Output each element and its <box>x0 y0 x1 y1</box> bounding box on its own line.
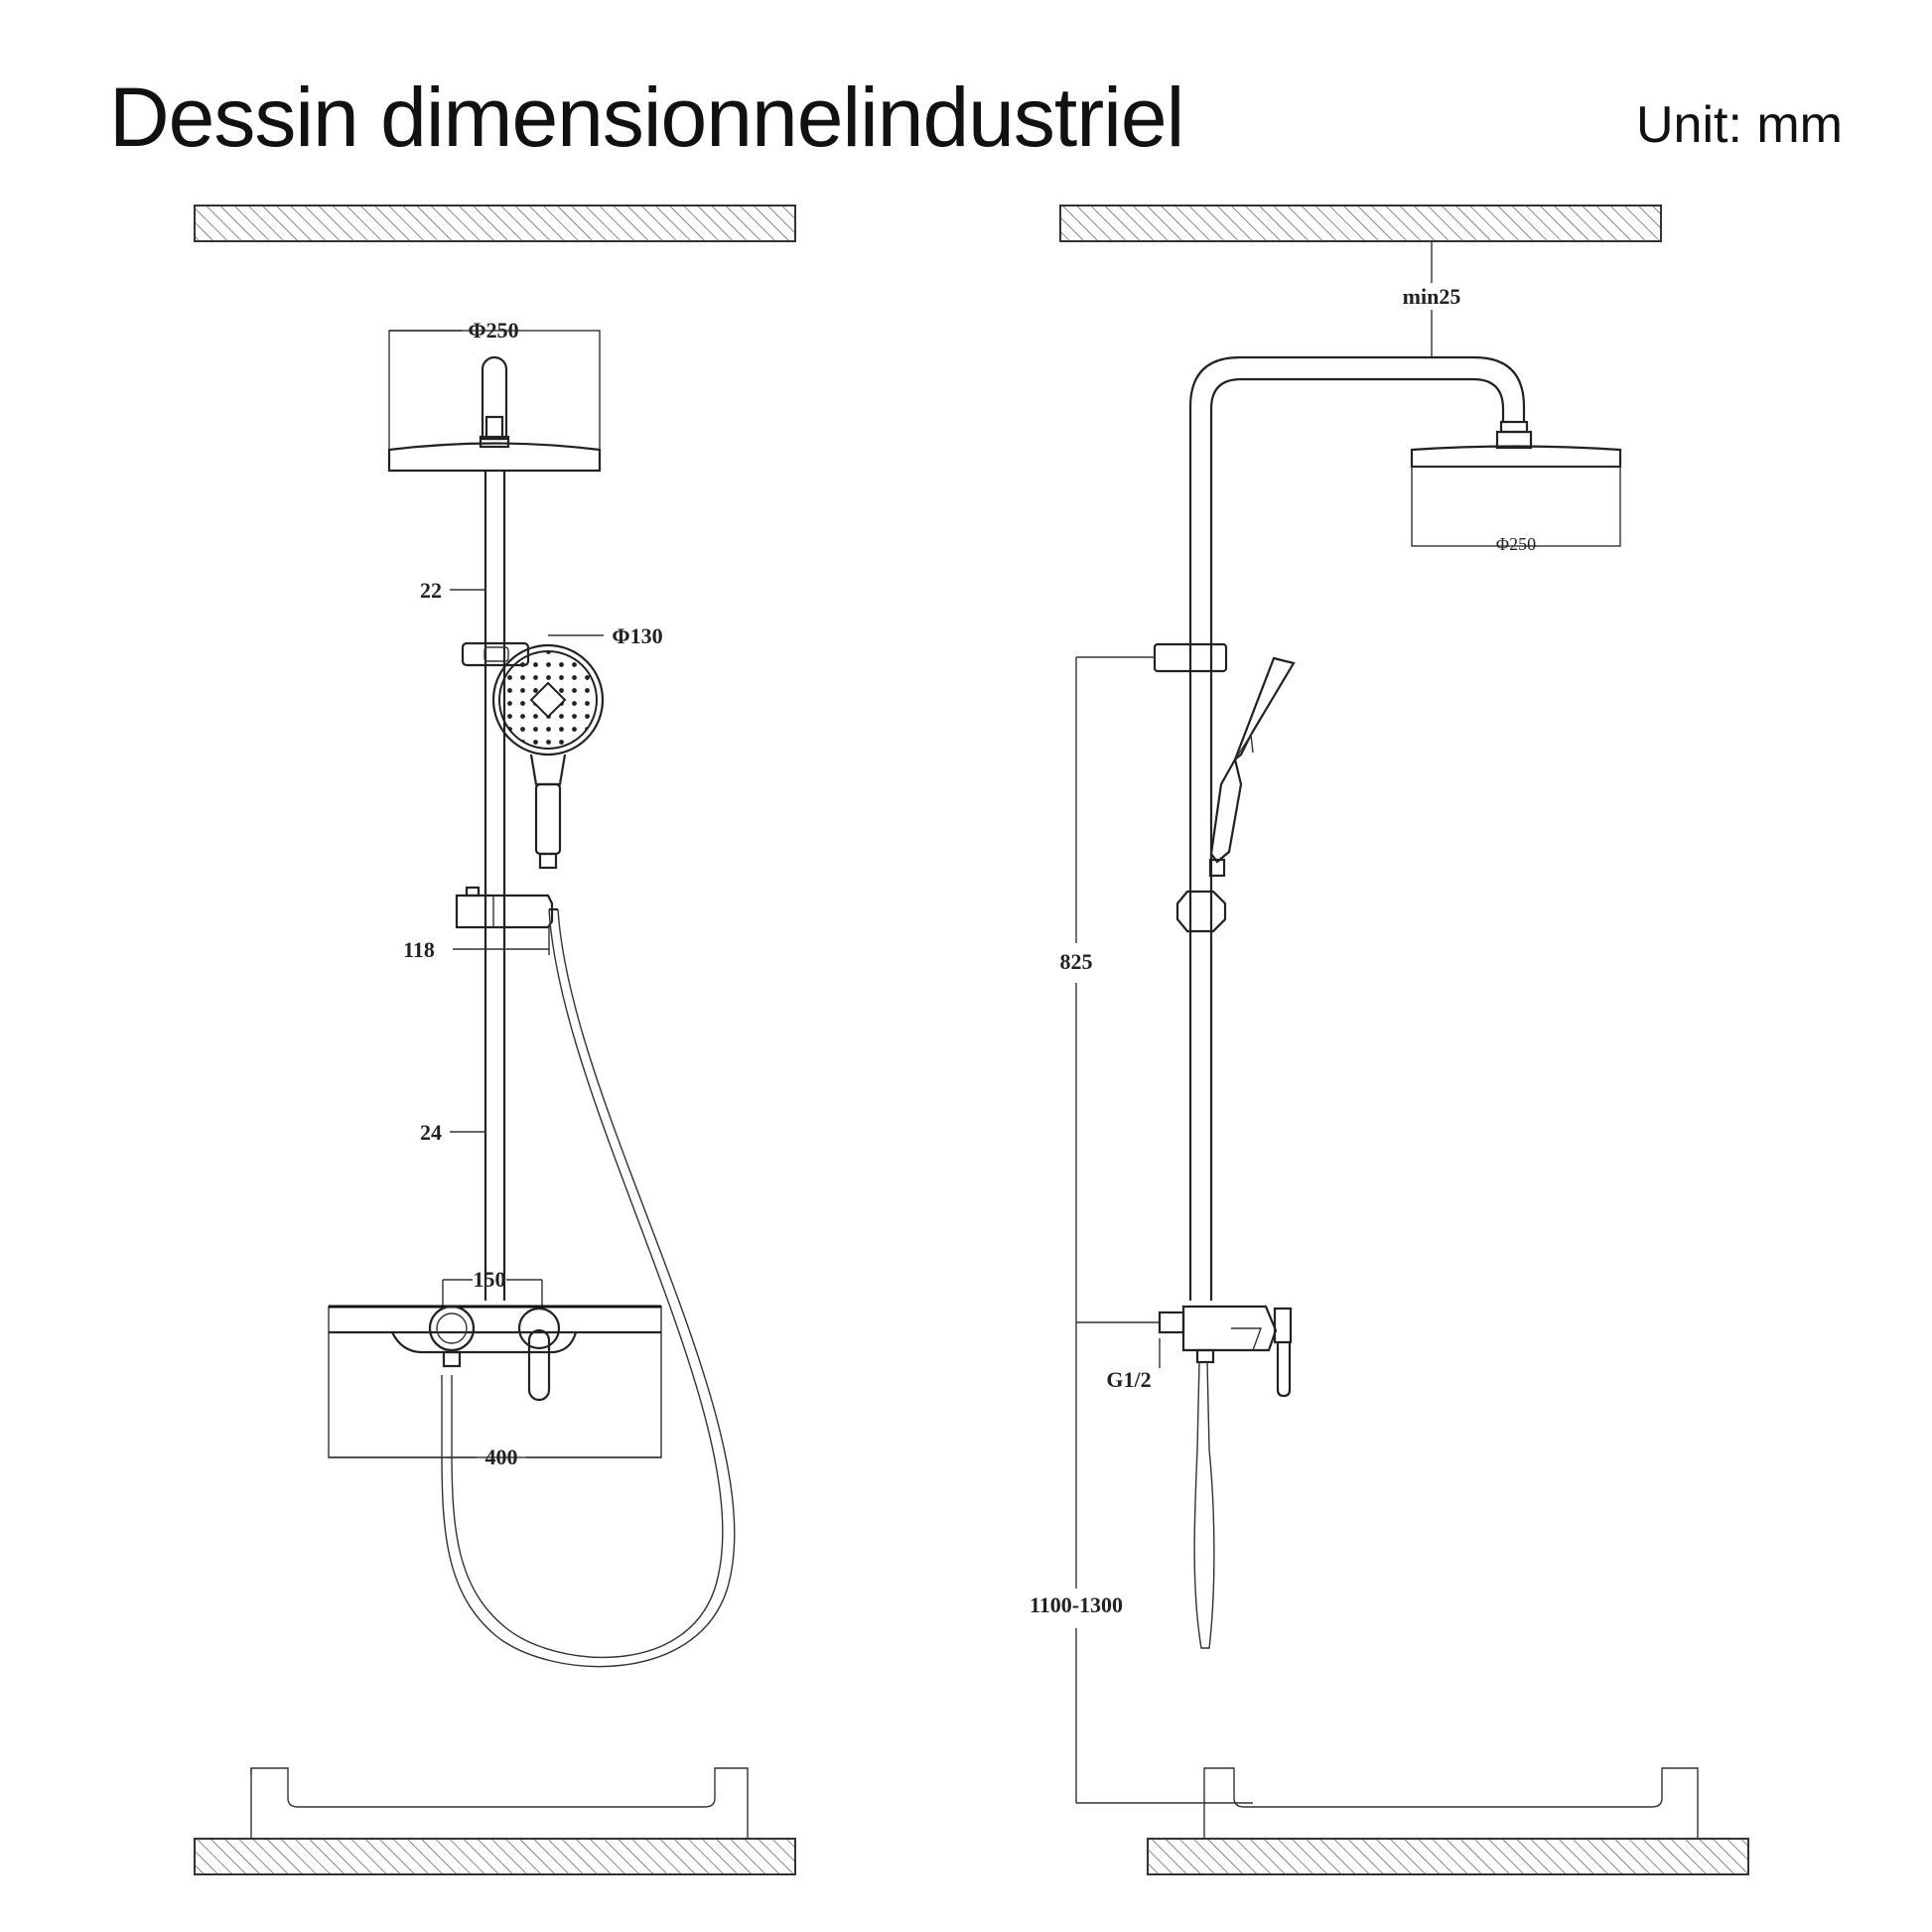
page-title: Dessin dimensionnelindustriel <box>109 70 1184 164</box>
side-lower-bracket <box>1175 890 1227 933</box>
unit-label: Unit: mm <box>1636 96 1843 154</box>
front-floor-hatch <box>194 1838 796 1875</box>
side-ceiling-hatch <box>1059 205 1662 242</box>
front-bathtub <box>250 1767 749 1839</box>
side-view: min25 Φ250 825 <box>1030 205 1749 1875</box>
side-mixer: G1/2 <box>1106 1305 1293 1398</box>
dim-inlet-thread: G1/2 <box>1106 1367 1151 1392</box>
side-height-dimension: 825 1100-1300 <box>1030 656 1253 1804</box>
front-ceiling-hatch <box>194 205 796 242</box>
dim-handshower-diameter: Φ130 <box>612 623 662 648</box>
front-view: Φ250 22 Φ130 <box>194 205 796 1875</box>
dim-side-overhead-diameter: Φ250 <box>1496 534 1536 554</box>
dim-install-height: 1100-1300 <box>1030 1592 1123 1617</box>
side-bathtub <box>1203 1767 1699 1839</box>
front-lower-holder: 118 <box>403 886 558 962</box>
front-overhead-shower: Φ250 <box>387 318 602 473</box>
dim-pipe-lower: 24 <box>420 1120 442 1145</box>
dim-handle-spacing: 150 <box>474 1267 506 1292</box>
side-riser-pipe <box>1188 355 1526 1301</box>
side-overhead-shower: Φ250 <box>1410 420 1622 554</box>
dim-bracket-spacing: 825 <box>1060 949 1093 974</box>
side-hand-shower <box>1208 656 1296 878</box>
side-hose <box>1193 1361 1215 1649</box>
front-upper-holder <box>461 641 530 667</box>
dim-mixer-width: 400 <box>485 1445 518 1469</box>
dim-holder-height: 118 <box>403 937 435 962</box>
side-floor-hatch <box>1147 1838 1749 1875</box>
front-thermostatic-mixer: 150 400 <box>328 1267 662 1469</box>
front-riser-pipe <box>483 471 506 1301</box>
dim-pipe-upper: 22 <box>420 578 442 603</box>
dim-overhead-diameter: Φ250 <box>468 318 518 343</box>
front-hose <box>441 908 736 1668</box>
front-hand-shower: Φ130 <box>491 623 663 870</box>
dim-ceiling-clearance: min25 <box>1403 284 1461 309</box>
